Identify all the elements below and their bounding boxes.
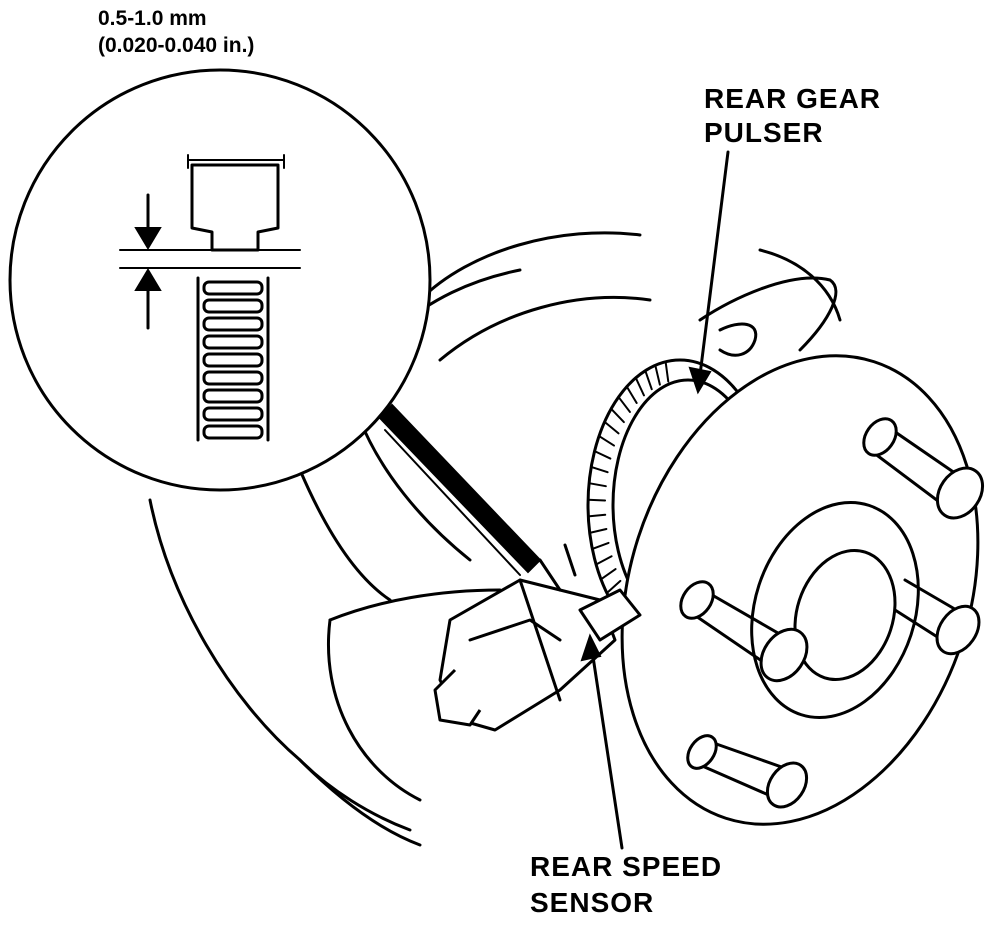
clearance-spec-metric: 0.5-1.0 mm bbox=[98, 7, 207, 30]
pulser-tooth bbox=[610, 407, 625, 424]
pulser-tooth bbox=[588, 528, 608, 534]
clearance-spec-imperial: (0.020-0.040 in.) bbox=[98, 34, 255, 57]
speed-sensor-label-line2: SENSOR bbox=[530, 887, 655, 918]
pulser-tooth bbox=[593, 450, 612, 460]
magnifier-leader bbox=[378, 403, 542, 576]
pulser-tooth bbox=[603, 420, 620, 435]
pulser-tooth bbox=[634, 376, 645, 397]
gear-pulser-label-line1: REAR GEAR bbox=[704, 83, 882, 114]
pulser-tooth bbox=[644, 369, 653, 391]
knuckle-outline bbox=[148, 231, 842, 847]
detail-magnifier bbox=[8, 68, 432, 492]
magnified-pulser-tooth bbox=[202, 370, 264, 386]
magnified-pulser-tooth bbox=[202, 424, 264, 440]
magnified-pulser-tooth bbox=[202, 388, 264, 404]
pulser-tooth bbox=[654, 364, 661, 386]
magnified-pulser-tooth bbox=[202, 406, 264, 422]
pulser-tooth bbox=[591, 541, 610, 550]
magnified-pulser-tooth bbox=[202, 316, 264, 332]
pulser-tooth bbox=[588, 482, 607, 488]
magnified-pulser-tooth bbox=[202, 298, 264, 314]
speed-sensor-body bbox=[433, 543, 642, 732]
pulser-tooth bbox=[599, 568, 617, 581]
speed-sensor-label-line1: REAR SPEED bbox=[530, 851, 723, 882]
magnified-pulser-tooth bbox=[202, 352, 264, 368]
gear-pulser-label-line2: PULSER bbox=[704, 117, 824, 148]
speed-sensor-leader bbox=[580, 633, 624, 850]
pulser-tooth bbox=[595, 555, 613, 566]
pulser-tooth bbox=[598, 435, 616, 447]
pulser-tooth bbox=[587, 513, 607, 518]
wheel-studs bbox=[679, 417, 985, 809]
pulser-tooth bbox=[587, 498, 607, 502]
pulser-tooth bbox=[590, 465, 609, 474]
gear-pulser-leader bbox=[688, 150, 730, 395]
pulser-tooth bbox=[625, 385, 638, 404]
pulser-tooth bbox=[617, 396, 631, 413]
magnified-pulser-tooth bbox=[202, 334, 264, 350]
pulser-tooth bbox=[605, 579, 622, 595]
pulser-tooth bbox=[664, 360, 670, 383]
magnified-pulser-tooth bbox=[202, 280, 264, 296]
